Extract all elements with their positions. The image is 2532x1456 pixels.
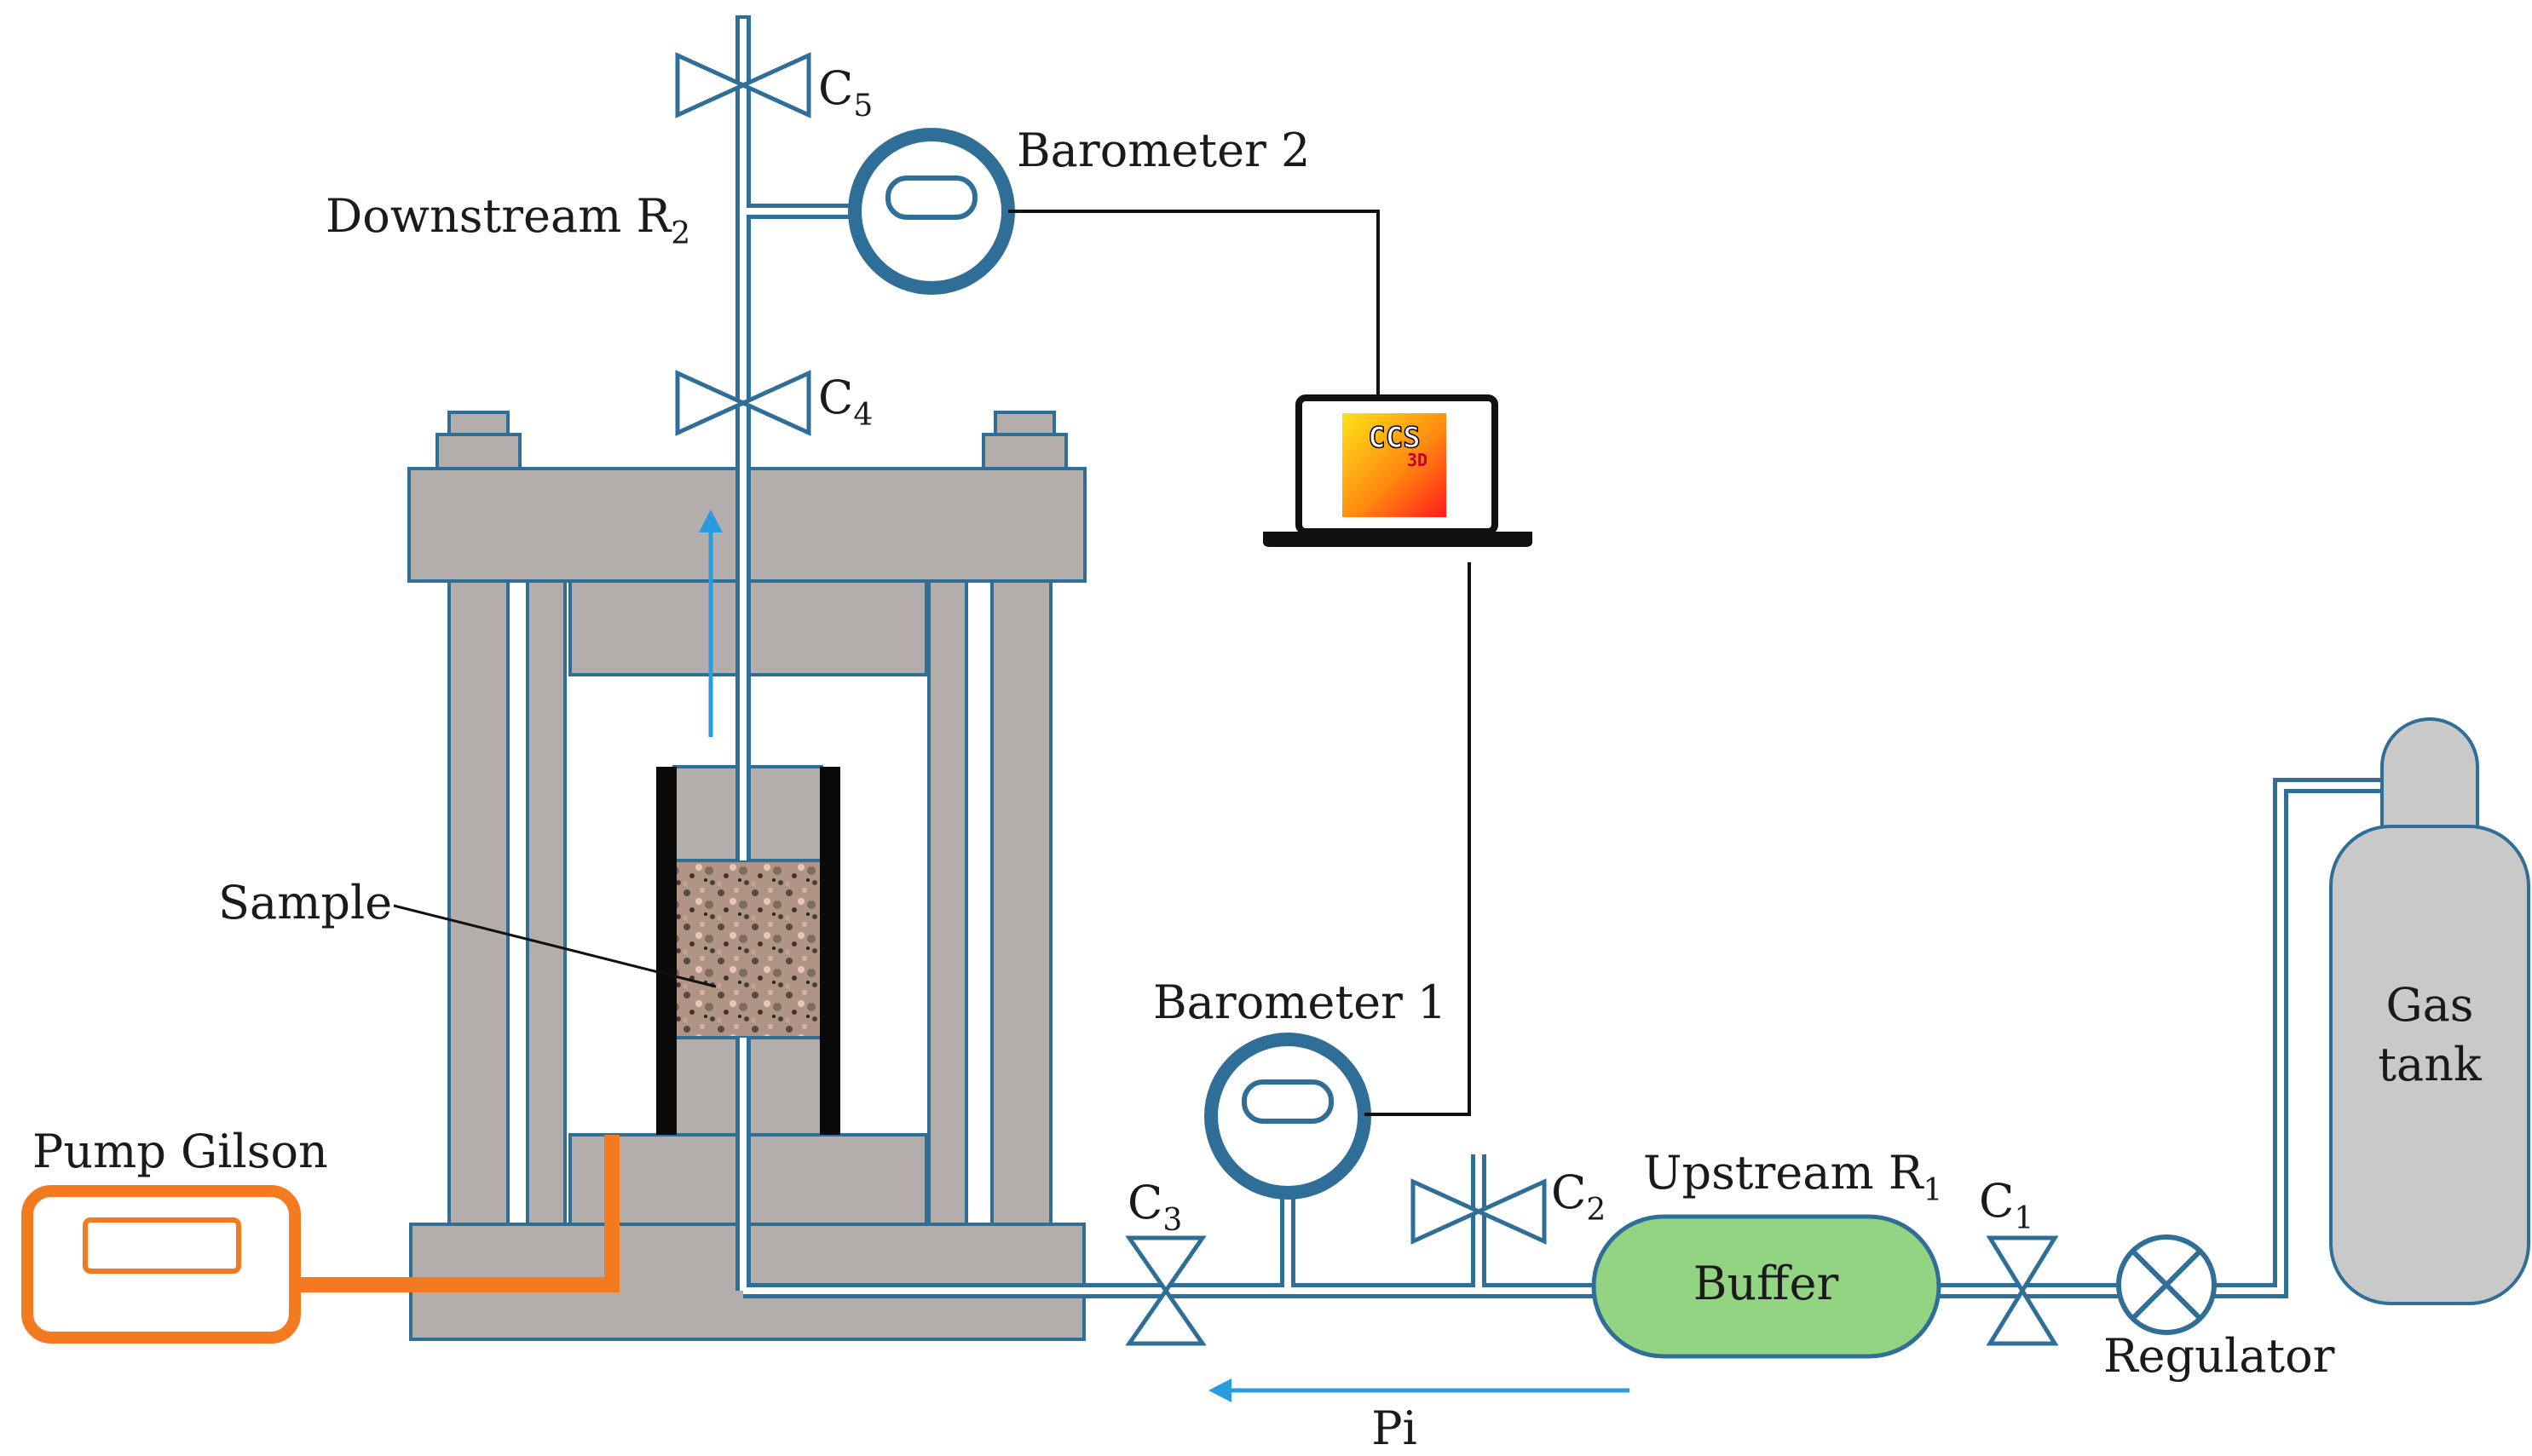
rock-sample — [672, 859, 823, 1039]
gas-tank-label-line1: Gas — [2385, 978, 2473, 1032]
pi-label: Pi — [1371, 1401, 1417, 1455]
upstream-label: Upstream R1 — [1643, 1146, 1942, 1208]
column-inner-right — [927, 579, 968, 1226]
column-outer-left — [447, 579, 510, 1226]
laptop-logo-3d: 3D — [1407, 450, 1427, 470]
pump-gilson — [21, 1135, 620, 1344]
valve-c1-icon — [1986, 1235, 2059, 1295]
valve-c4-label: C4 — [818, 371, 873, 433]
buffer-label: Buffer — [1693, 1257, 1839, 1310]
labels: C5 Barometer 2 Downstream R2 C4 Sample B… — [32, 61, 2483, 1455]
buffer-vessel — [1591, 1214, 1941, 1359]
pump-gilson-label: Pump Gilson — [32, 1125, 328, 1178]
laptop-icon: CCS 3D — [1263, 394, 1532, 547]
barometer-2-label: Barometer 2 — [1017, 124, 1310, 177]
bolt-left-base — [435, 433, 522, 470]
valve-c3-icon — [1125, 1235, 1207, 1295]
valve-c2-label: C2 — [1551, 1165, 1606, 1228]
regulator-icon — [2116, 1234, 2217, 1335]
column-outer-right — [990, 579, 1053, 1226]
barometer-1-label: Barometer 1 — [1153, 975, 1446, 1029]
valve-c1-label: C1 — [1979, 1174, 2033, 1236]
downstream-label: Downstream R2 — [326, 189, 690, 251]
column-inner-left — [526, 579, 567, 1226]
valves — [675, 52, 2059, 1346]
laptop-logo: CCS — [1368, 421, 1420, 455]
data-wires — [1008, 210, 1471, 1116]
sleeve-right — [820, 767, 840, 1135]
sleeve-left — [656, 767, 677, 1135]
bolt-right-base — [982, 433, 1068, 470]
gas-tank-icon — [2329, 717, 2530, 1305]
pump-line — [295, 1135, 620, 1292]
sample-label: Sample — [218, 876, 392, 929]
bolt-left-cap — [447, 411, 510, 436]
valve-c5-label: C5 — [818, 61, 873, 124]
valve-c2-icon — [1410, 1178, 1485, 1245]
gas-tank-label-line2: tank — [2378, 1038, 2483, 1091]
pipes — [735, 15, 2382, 1298]
valve-c5-icon — [675, 52, 749, 118]
pump-display — [83, 1217, 241, 1274]
barometer-2-icon — [848, 128, 1015, 295]
flow-arrows — [699, 509, 1629, 1402]
barometer-1-icon — [1204, 1033, 1371, 1200]
valve-c3-label: C3 — [1128, 1176, 1182, 1238]
bolt-right-cap — [994, 411, 1056, 436]
regulator-label: Regulator — [2103, 1329, 2335, 1383]
sample-leader — [393, 904, 717, 988]
valve-c4-icon — [675, 370, 749, 436]
